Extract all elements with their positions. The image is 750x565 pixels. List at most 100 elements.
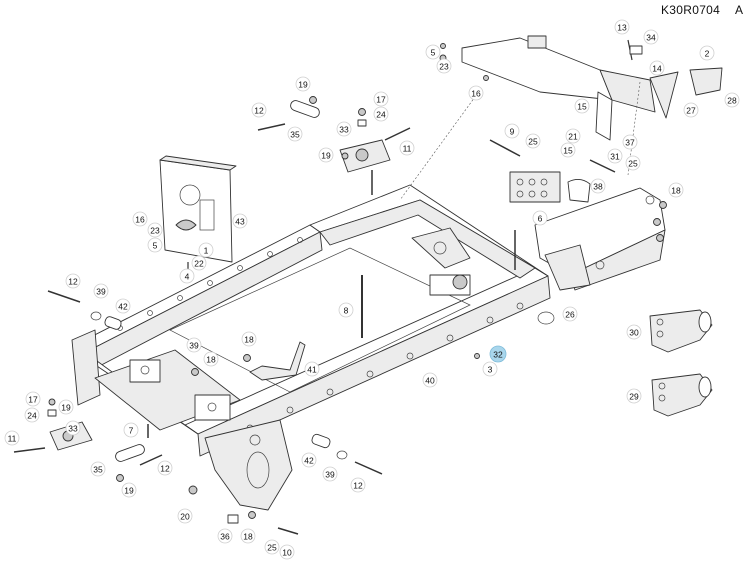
front-bracket-right (194, 394, 231, 421)
callout-number: 37 (625, 138, 635, 148)
callout-number: 33 (68, 424, 78, 434)
revision-letter: A (735, 3, 744, 17)
callout-5: 5 (425, 44, 441, 60)
callout-number: 11 (8, 434, 17, 444)
callout-marker (264, 539, 280, 555)
callout-number: 1 (204, 246, 209, 256)
callout-marker (217, 528, 233, 544)
callout-number: 42 (118, 302, 128, 312)
callout-marker (4, 430, 20, 446)
callout-15: 15 (560, 142, 576, 158)
callout-42: 42 (301, 452, 317, 468)
callout-marker (177, 508, 193, 524)
callout-marker (532, 210, 548, 226)
callout-marker (625, 155, 641, 171)
callout-number: 30 (629, 328, 639, 338)
callout-39: 39 (186, 337, 202, 353)
callout-number: 3 (488, 365, 493, 375)
callout-number: 36 (220, 532, 230, 542)
callout-number: 38 (593, 182, 603, 192)
callout-number: 41 (307, 365, 317, 375)
callout-marker (482, 361, 498, 377)
callout-number: 23 (439, 62, 449, 72)
callout-marker (525, 133, 541, 149)
callout-43: 43 (232, 213, 248, 229)
callout-24: 24 (24, 407, 40, 423)
callout-number: 12 (68, 277, 78, 287)
callout-marker (191, 255, 207, 271)
callout-number: 18 (671, 186, 681, 196)
callout-marker (373, 91, 389, 107)
vertical-plate-edge (159, 155, 237, 171)
callout-number: 19 (298, 80, 308, 90)
callout-23: 23 (147, 222, 163, 238)
callout-number: 14 (652, 64, 662, 74)
callout-17: 17 (25, 391, 41, 407)
callout-39: 39 (93, 283, 109, 299)
callout-number: 39 (325, 470, 335, 480)
callout-number: 23 (150, 226, 160, 236)
callout-number: 17 (376, 95, 386, 105)
callout-number: 27 (686, 106, 696, 116)
callout-12: 12 (157, 460, 173, 476)
callout-marker (425, 44, 441, 60)
callout-marker (436, 58, 452, 74)
callout-number: 19 (321, 151, 331, 161)
callout-marker (322, 466, 338, 482)
callout-35: 35 (287, 126, 303, 142)
callout-marker (338, 302, 354, 318)
callout-42: 42 (115, 298, 131, 314)
callout-number: 24 (27, 411, 37, 421)
top-cover-side (599, 69, 656, 113)
callout-marker (622, 134, 638, 150)
callout-marker (649, 60, 665, 76)
callout-number: 39 (96, 287, 106, 297)
callout-12: 12 (350, 477, 366, 493)
hitch-block-30 (649, 309, 713, 353)
callout-8: 8 (338, 302, 354, 318)
callout-23: 23 (436, 58, 452, 74)
callout-number: 18 (244, 335, 254, 345)
callout-36: 36 (217, 528, 233, 544)
callout-5: 5 (147, 237, 163, 253)
callout-34: 34 (643, 29, 659, 45)
callout-27: 27 (683, 102, 699, 118)
upper-mount-group (257, 96, 411, 173)
callout-number: 12 (160, 464, 170, 474)
callout-marker (179, 268, 195, 284)
callout-32: 32 (489, 345, 507, 363)
callout-marker (301, 452, 317, 468)
front-bracket-left (129, 359, 161, 383)
callout-marker (336, 121, 352, 137)
callout-marker (399, 140, 415, 156)
callout-number: 29 (629, 392, 639, 402)
callout-26: 26 (562, 306, 578, 322)
callout-marker (373, 106, 389, 122)
callout-marker (198, 242, 214, 258)
pin-group-right (311, 433, 383, 475)
callout-marker (90, 461, 106, 477)
callout-number: 18 (206, 355, 216, 365)
callout-marker (93, 283, 109, 299)
callout-number: 8 (344, 306, 349, 316)
top-cover-assembly (399, 35, 723, 201)
callout-marker (25, 391, 41, 407)
callout-number: 12 (254, 106, 264, 116)
callout-marker (115, 298, 131, 314)
callout-19: 19 (318, 147, 334, 163)
callout-number: 35 (290, 130, 300, 140)
callout-marker (232, 213, 248, 229)
rear-hitch-assembly (489, 139, 667, 325)
callout-number: 11 (403, 144, 412, 154)
callout-number: 2 (705, 49, 710, 59)
callout-marker (287, 126, 303, 142)
callout-marker (24, 407, 40, 423)
callout-18: 18 (240, 528, 256, 544)
callout-18: 18 (241, 331, 257, 347)
callout-number: 25 (267, 543, 277, 553)
callout-number: 24 (376, 110, 386, 120)
callout-number: 17 (28, 395, 38, 405)
callout-marker (562, 306, 578, 322)
callout-number: 4 (185, 272, 190, 282)
